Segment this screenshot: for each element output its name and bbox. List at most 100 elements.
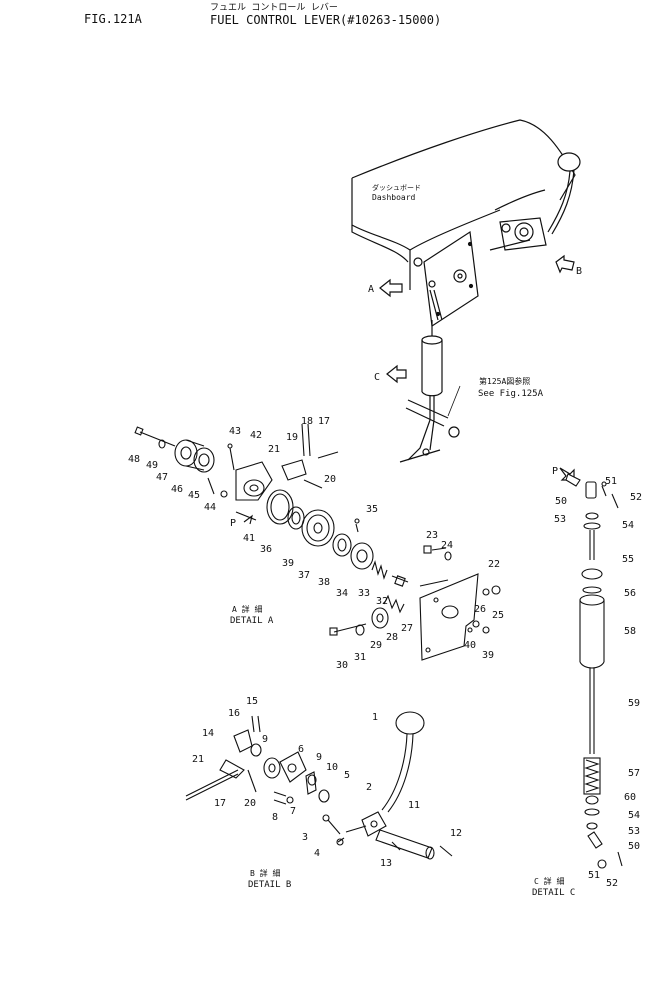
see-fig-label: See Fig.125A	[478, 389, 544, 399]
callout: 51	[605, 476, 617, 487]
view-a-label: A	[368, 284, 374, 295]
callout: 54	[622, 520, 634, 531]
bracket-plate	[419, 573, 479, 661]
callout: 45	[188, 490, 200, 501]
callout: 50	[628, 841, 640, 852]
callout: 17	[214, 798, 226, 809]
callout: 19	[286, 432, 298, 443]
callout: 15	[246, 696, 258, 707]
callout: 12	[450, 828, 462, 839]
callout: 42	[250, 430, 262, 441]
callout: 53	[554, 514, 566, 525]
point-p-label: P	[552, 466, 558, 477]
figure-title: FUEL CONTROL LEVER(#10263-15000)	[210, 13, 442, 27]
callout: 28	[386, 632, 398, 643]
main-view-labels: ダッシュボード Dashboard A B C 第125A図参照 See Fig…	[368, 183, 582, 399]
detail-b-parts	[185, 711, 453, 860]
detail-c-callouts: P 50 51 52 53 54 55 56 58 59 57 60 54 53…	[532, 466, 642, 898]
knob	[395, 711, 425, 735]
callout: 54	[628, 810, 640, 821]
callout: 10	[326, 762, 338, 773]
callout: 2	[366, 782, 372, 793]
callout: 48	[128, 454, 140, 465]
dashboard-panel	[351, 119, 576, 290]
callout: 24	[441, 540, 453, 551]
detail-b-caption: DETAIL B	[248, 880, 291, 890]
callout: 34	[336, 588, 348, 599]
detail-b-callouts: 1 2 3 4 5 6 7 8 9 9 10 11 12 13 14 15 16…	[192, 696, 462, 890]
callout: 18	[301, 416, 313, 427]
detail-c-parts	[565, 473, 623, 869]
callout: 36	[260, 544, 272, 555]
view-b-label: B	[576, 266, 582, 277]
callout: 51	[588, 870, 600, 881]
view-arrows	[379, 254, 575, 481]
callout: 21	[192, 754, 204, 765]
callout: 40	[464, 640, 476, 651]
dashboard-label-japanese: ダッシュボード	[372, 183, 421, 192]
callout: 44	[204, 502, 216, 513]
callout: 52	[606, 878, 618, 889]
callout: 38	[318, 577, 330, 588]
main-assembly-view	[351, 119, 581, 481]
spring	[383, 594, 405, 614]
callout: 29	[370, 640, 382, 651]
detail-a-caption-japanese: A 詳 細	[232, 604, 262, 614]
callout: 21	[268, 444, 280, 455]
callout: 37	[298, 570, 310, 581]
callout: 5	[344, 770, 350, 781]
callout: 9	[316, 752, 322, 763]
bolt	[139, 431, 176, 447]
callout: 25	[492, 610, 504, 621]
lower-linkage	[399, 399, 460, 463]
dashboard-label: Dashboard	[372, 193, 416, 202]
callout: 57	[628, 768, 640, 779]
callout: 55	[622, 554, 634, 565]
lever-bracket	[489, 217, 547, 251]
callout: 46	[171, 484, 183, 495]
detail-b-caption-japanese: B 詳 細	[250, 868, 280, 878]
callout: 60	[624, 792, 636, 803]
callout: 20	[244, 798, 256, 809]
callout: 59	[628, 698, 640, 709]
figure-number: FIG.121A	[84, 12, 142, 26]
callout: 16	[228, 708, 240, 719]
callout: 35	[366, 504, 378, 515]
spring	[584, 759, 600, 793]
detail-a-callouts: 48 49 47 46 45 44 43 42 21 19 18 17 20 4…	[128, 416, 504, 671]
callout: 4	[314, 848, 320, 859]
callout: 14	[202, 728, 214, 739]
callout: 50	[555, 496, 567, 507]
spring	[371, 560, 388, 580]
view-c-label: C	[374, 372, 380, 383]
callout: 53	[628, 826, 640, 837]
callout: 43	[229, 426, 241, 437]
see-fig-label-japanese: 第125A図参照	[479, 376, 530, 386]
figure-title-japanese: フュエル コントロール レバー	[210, 3, 338, 13]
detail-a-parts	[134, 423, 501, 661]
cable-cylinder	[421, 320, 443, 420]
callout: 9	[262, 734, 268, 745]
callout: 33	[358, 588, 370, 599]
callout: 32	[376, 596, 388, 607]
callout: 41	[243, 533, 255, 544]
callout: 31	[354, 652, 366, 663]
callout: 13	[380, 858, 392, 869]
callout: 7	[290, 806, 296, 817]
callout: 22	[488, 559, 500, 570]
point-p-label: P	[230, 518, 236, 529]
callout: 49	[146, 460, 158, 471]
callout: 17	[318, 416, 330, 427]
callout: 3	[302, 832, 308, 843]
callout: 8	[272, 812, 278, 823]
callout: 39	[482, 650, 494, 661]
callout: 30	[336, 660, 348, 671]
lever-knob	[547, 152, 581, 235]
detail-c-caption: DETAIL C	[532, 888, 575, 898]
callout: 1	[372, 712, 378, 723]
callout: 47	[156, 472, 168, 483]
callout: 23	[426, 530, 438, 541]
callout: 6	[298, 744, 304, 755]
mounting-plate	[413, 230, 479, 328]
